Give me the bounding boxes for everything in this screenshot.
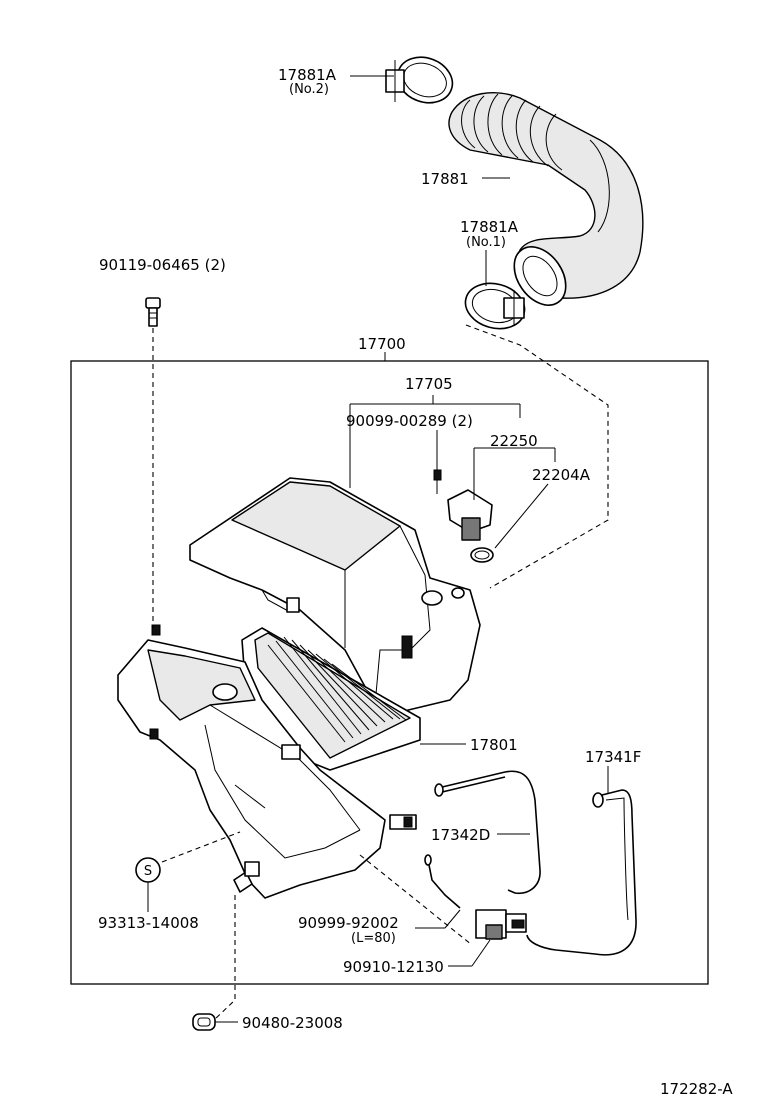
leader-lines bbox=[147, 75, 609, 1023]
assembly-frame bbox=[70, 360, 709, 985]
tube-90999 bbox=[424, 854, 461, 909]
svg-text:S: S bbox=[144, 864, 152, 879]
label-sensor: 22250 bbox=[490, 432, 538, 450]
air-cleaner-case bbox=[117, 624, 417, 899]
label-oring: 22204A bbox=[532, 466, 591, 484]
drawing-id: 172282-A bbox=[660, 1080, 733, 1098]
label-screw: 90099-00289 (2) bbox=[346, 412, 473, 430]
label-clamp-no1-num: 17881A bbox=[460, 218, 519, 236]
label-bolt: 90119-06465 (2) bbox=[99, 256, 226, 274]
vacuum-switching-valve bbox=[475, 909, 527, 940]
air-cleaner-cap bbox=[189, 477, 481, 713]
label-cap: 17705 bbox=[405, 375, 453, 393]
dashed-guides bbox=[152, 324, 609, 1021]
callout-labels: 17881A (No.2) 17881 17881A (No.1) 90119-… bbox=[98, 66, 733, 1098]
label-tube-len: (L=80) bbox=[351, 931, 396, 946]
label-clamp-no2-num: 17881A bbox=[278, 66, 337, 84]
airflow-sensor bbox=[433, 469, 494, 563]
clamp-no1 bbox=[464, 282, 526, 330]
seal-symbol: S bbox=[135, 857, 161, 883]
label-assembly: 17700 bbox=[358, 335, 406, 353]
label-clamp-no1-note: (No.1) bbox=[466, 235, 506, 250]
intake-hose bbox=[448, 92, 644, 306]
bolt bbox=[145, 297, 161, 327]
label-hose: 17881 bbox=[421, 170, 469, 188]
label-element: 17801 bbox=[470, 736, 518, 754]
label-valve: 90910-12130 bbox=[343, 958, 444, 976]
label-clamp-no2-note: (No.2) bbox=[289, 82, 329, 97]
label-grommet: 90480-23008 bbox=[242, 1014, 343, 1032]
grommet bbox=[192, 1013, 216, 1031]
label-hose-d: 17342D bbox=[431, 826, 490, 844]
label-seal: 93313-14008 bbox=[98, 914, 199, 932]
label-tube: 90999-92002 bbox=[298, 914, 399, 932]
hose-17342d bbox=[434, 770, 541, 895]
hose-17341f bbox=[526, 789, 637, 956]
clamp-no2 bbox=[385, 56, 454, 104]
label-hose-f: 17341F bbox=[585, 748, 641, 766]
